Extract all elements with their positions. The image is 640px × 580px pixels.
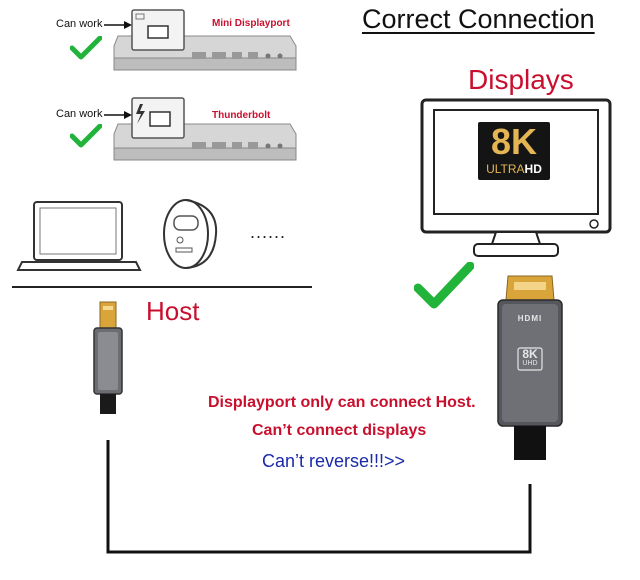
checkmark-icon [70, 124, 102, 148]
host-divider [12, 286, 312, 288]
checkmark-icon [414, 262, 474, 309]
message-cant-reverse: Can’t reverse!!!>> [262, 451, 406, 471]
laptop-thunderbolt-illustration [113, 97, 297, 161]
displays-label: Displays [468, 64, 574, 95]
arrow-right-icon [104, 111, 132, 119]
hdmi-logo: HDMI [517, 314, 543, 323]
laptop-mini-displayport-illustration [113, 9, 297, 71]
ultrahd-badge-ultra: ULTRA [486, 162, 525, 176]
hdmi-8k-badge: 8K [522, 347, 538, 361]
8k-badge-main: 8K [490, 121, 538, 162]
cable-line [106, 440, 532, 554]
more-devices-ellipsis: ...... [250, 222, 287, 242]
arrow-right-icon [104, 21, 132, 29]
checkmark-icon [70, 36, 102, 60]
mini-displayport-label: Mini Displayport [212, 18, 290, 29]
8k-ultrahd-badge: 8K ULTRAHD [478, 122, 550, 180]
page-title: Correct Connection [362, 4, 595, 34]
mdp-status-label: Can work [56, 18, 103, 30]
laptop-outline-icon [16, 201, 142, 271]
message-no-displays: Can’t connect displays [252, 422, 427, 439]
hdmi-uhd-badge: UHD [522, 360, 538, 367]
thunderbolt-icon [136, 104, 145, 124]
mini-displayport-plug-icon [93, 301, 123, 414]
host-label: Host [146, 296, 200, 326]
thunderbolt-label: Thunderbolt [212, 110, 271, 121]
ultrahd-badge-hd: HD [524, 162, 542, 176]
hdmi-plug-icon [497, 275, 563, 460]
message-host-only: Displayport only can connect Host. [208, 394, 476, 411]
thunderbolt-status-label: Can work [56, 108, 103, 120]
mac-pro-outline-icon [163, 199, 218, 269]
